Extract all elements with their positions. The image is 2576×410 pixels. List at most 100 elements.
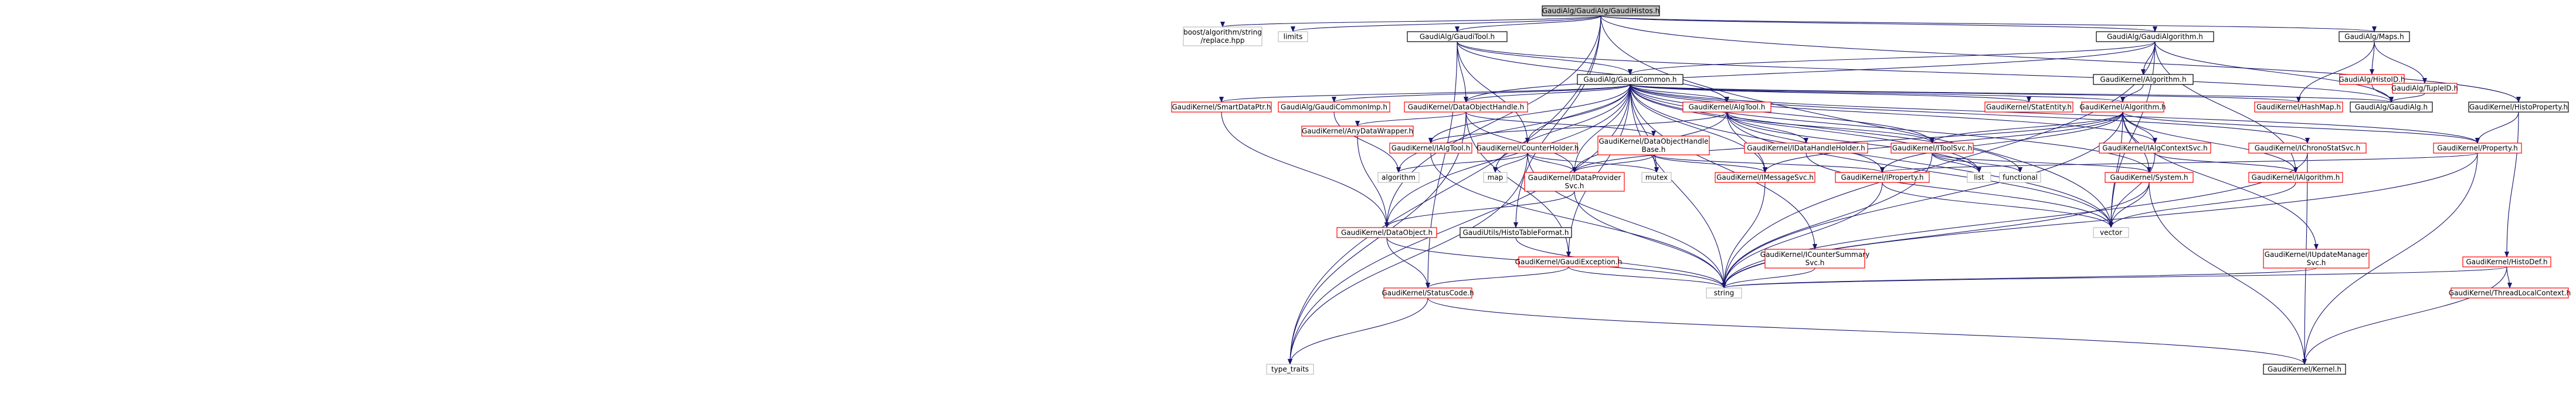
- node-histoid[interactable]: GaudiAlg/HistoID.h: [2339, 74, 2405, 85]
- edge-tupleid-to-gaudialg: [2389, 93, 2425, 103]
- node-box: [1483, 172, 1508, 183]
- edge: [1574, 191, 1726, 289]
- edge-idatahandleholder-to-vector: [1805, 153, 2113, 228]
- node-gauditool[interactable]: GaudiAlg/GaudiTool.h: [1407, 31, 1508, 42]
- edge: [1220, 15, 1601, 28]
- edge-root-to-limits: [1291, 15, 1601, 32]
- node-iproperty[interactable]: GaudiKernel/IProperty.h: [1835, 172, 1930, 183]
- node-label: Svc.h: [1805, 259, 1825, 267]
- edge: [1357, 135, 1389, 228]
- edge: [1930, 111, 2123, 144]
- node-box: [1266, 364, 1314, 375]
- edge: [1464, 84, 1631, 103]
- edge-system-to-string: [1722, 182, 2150, 289]
- node-limits[interactable]: limits: [1278, 31, 1308, 42]
- node-counterholder[interactable]: GaudiKernel/CounterHolder.h: [1477, 143, 1579, 154]
- node-smartdataptr[interactable]: GaudiKernel/SmartDataPtr.h: [1171, 101, 1272, 113]
- edge-gauditool-to-statuscode: [1426, 41, 1458, 289]
- node-label: GaudiKernel/SmartDataPtr.h: [1172, 103, 1271, 111]
- edge-kalgorithm_h-to-imessagesvc: [1763, 111, 2123, 173]
- edge-algtool-to-vector: [1726, 111, 2113, 228]
- node-label: GaudiKernel/HistoProperty.h: [2469, 103, 2568, 111]
- edge: [1630, 84, 1726, 289]
- node-box: [1518, 256, 1619, 267]
- node-box: [1383, 287, 1472, 299]
- node-idatahandleholder[interactable]: GaudiKernel/IDataHandleHolder.h: [1744, 143, 1868, 154]
- node-box: [1715, 172, 1815, 183]
- edge-gaudicommon-to-ialgcontextsvc: [1630, 84, 2157, 144]
- edge-anydatawrapper-to-dataobject: [1357, 135, 1389, 228]
- node-gaudialg[interactable]: GaudiAlg/GaudiAlg.h: [2350, 101, 2433, 113]
- node-label: GaudiKernel/ThreadLocalContext.h: [2449, 289, 2571, 297]
- node-gaudicommonimp[interactable]: GaudiAlg/GaudiCommonImp.h: [1278, 101, 1390, 113]
- node-gaudialgorithm[interactable]: GaudiAlg/GaudiAlgorithm.h: [2096, 31, 2214, 42]
- node-system[interactable]: GaudiKernel/System.h: [2105, 172, 2194, 183]
- node-mutex[interactable]: mutex: [1641, 172, 1672, 183]
- node-histodef[interactable]: GaudiKernel/HistoDef.h: [2462, 256, 2551, 267]
- node-algorithm_std[interactable]: algorithm: [1377, 172, 1420, 183]
- edge: [1763, 111, 2123, 173]
- node-imessagesvc[interactable]: GaudiKernel/IMessageSvc.h: [1715, 172, 1815, 183]
- node-label: GaudiKernel/IDataHandleHolder.h: [1747, 144, 1865, 153]
- node-statentity[interactable]: GaudiKernel/StatEntity.h: [1984, 101, 2073, 113]
- node-dataobject[interactable]: GaudiKernel/DataObject.h: [1336, 227, 1437, 238]
- node-ialgtool[interactable]: GaudiKernel/IAlgTool.h: [1389, 143, 1472, 154]
- node-histoproperty[interactable]: GaudiKernel/HistoProperty.h: [2468, 101, 2569, 113]
- edge-icountersummarysvc-to-string: [1722, 267, 1815, 289]
- edge: [2370, 41, 2375, 75]
- node-algtool[interactable]: GaudiKernel/AlgTool.h: [1682, 101, 1771, 113]
- node-ialgorithm[interactable]: GaudiKernel/IAlgorithm.h: [2248, 172, 2343, 183]
- edge: [1355, 111, 1467, 127]
- node-anydatawrapper[interactable]: GaudiKernel/AnyDataWrapper.h: [1301, 126, 1414, 137]
- edge-gaudicommon-to-ichronostatsvc: [1630, 84, 2310, 144]
- node-kalgorithm[interactable]: GaudiKernel/Algorithm.h: [2093, 74, 2194, 85]
- edge: [1726, 111, 2113, 228]
- node-string[interactable]: string: [1706, 287, 1742, 299]
- node-type_traits[interactable]: type_traits: [1266, 364, 1314, 375]
- edge: [1288, 297, 1428, 365]
- node-map[interactable]: map: [1483, 172, 1508, 183]
- node-histotableformat[interactable]: GaudiUtils/HistoTableFormat.h: [1460, 227, 1572, 238]
- node-box: [2105, 172, 2194, 183]
- node-box: [1764, 249, 1865, 269]
- node-vector[interactable]: vector: [2093, 227, 2129, 238]
- edge-idataprovidersvc-to-dataobject: [1384, 191, 1575, 228]
- node-functional[interactable]: functional: [1999, 172, 2041, 183]
- node-boost_replace[interactable]: boost/algorithm/string/replace.hpp: [1183, 26, 1262, 46]
- edge: [1653, 154, 1767, 173]
- node-box: [2263, 249, 2370, 269]
- edge: [1880, 153, 2478, 173]
- edge-histodef-to-string: [1722, 266, 2507, 289]
- nodes-layer: GaudiAlg/GaudiAlg/GaudiHistos.hboost/alg…: [1171, 5, 2571, 375]
- node-ialgcontextsvc[interactable]: GaudiKernel/IAlgContextSvc.h: [2099, 143, 2211, 154]
- node-label: GaudiKernel/HashMap.h: [2256, 103, 2341, 111]
- node-threadlocalcontext[interactable]: GaudiKernel/ThreadLocalContext.h: [2449, 287, 2571, 299]
- node-list[interactable]: list: [1967, 172, 1991, 183]
- node-statuscode[interactable]: GaudiKernel/StatusCode.h: [1382, 287, 1474, 299]
- node-label: GaudiKernel/AnyDataWrapper.h: [1302, 127, 1413, 135]
- edge-gaudicommon-to-statentity: [1630, 84, 2031, 103]
- node-dataobjecthandle[interactable]: GaudiKernel/DataObjectHandle.h: [1404, 101, 1528, 113]
- edge-gaudicommon-to-itoolsvc: [1630, 84, 1934, 144]
- node-label: GaudiKernel/IUpdateManager: [2265, 250, 2368, 259]
- node-kernel[interactable]: GaudiKernel/Kernel.h: [2263, 364, 2346, 375]
- node-kalgorithm_h[interactable]: GaudiKernel/Algorithm.h: [2079, 101, 2166, 113]
- node-maps[interactable]: GaudiAlg/Maps.h: [2339, 31, 2410, 42]
- node-hashmap[interactable]: GaudiKernel/HashMap.h: [2254, 101, 2343, 113]
- node-label: GaudiAlg/Maps.h: [2344, 33, 2404, 41]
- node-gaudiexception[interactable]: GaudiKernel/GaudiException.h: [1515, 256, 1623, 267]
- node-ichronostatsvc[interactable]: GaudiKernel/IChronoStatSvc.h: [2248, 143, 2367, 154]
- node-box: [2096, 31, 2214, 42]
- node-label: map: [1488, 174, 1503, 182]
- edge-gaudialgorithm-to-gaudialg: [2154, 41, 2394, 103]
- edge: [1493, 153, 1528, 173]
- node-gaudicommon[interactable]: GaudiAlg/GaudiCommon.h: [1577, 74, 1684, 85]
- node-property[interactable]: GaudiKernel/Property.h: [2433, 143, 2522, 154]
- edge-maps-to-hashmap: [2296, 41, 2375, 103]
- node-tupleid[interactable]: GaudiAlg/TupleID.h: [2391, 83, 2458, 94]
- node-itoolsvc[interactable]: GaudiKernel/IToolSvc.h: [1891, 143, 1974, 154]
